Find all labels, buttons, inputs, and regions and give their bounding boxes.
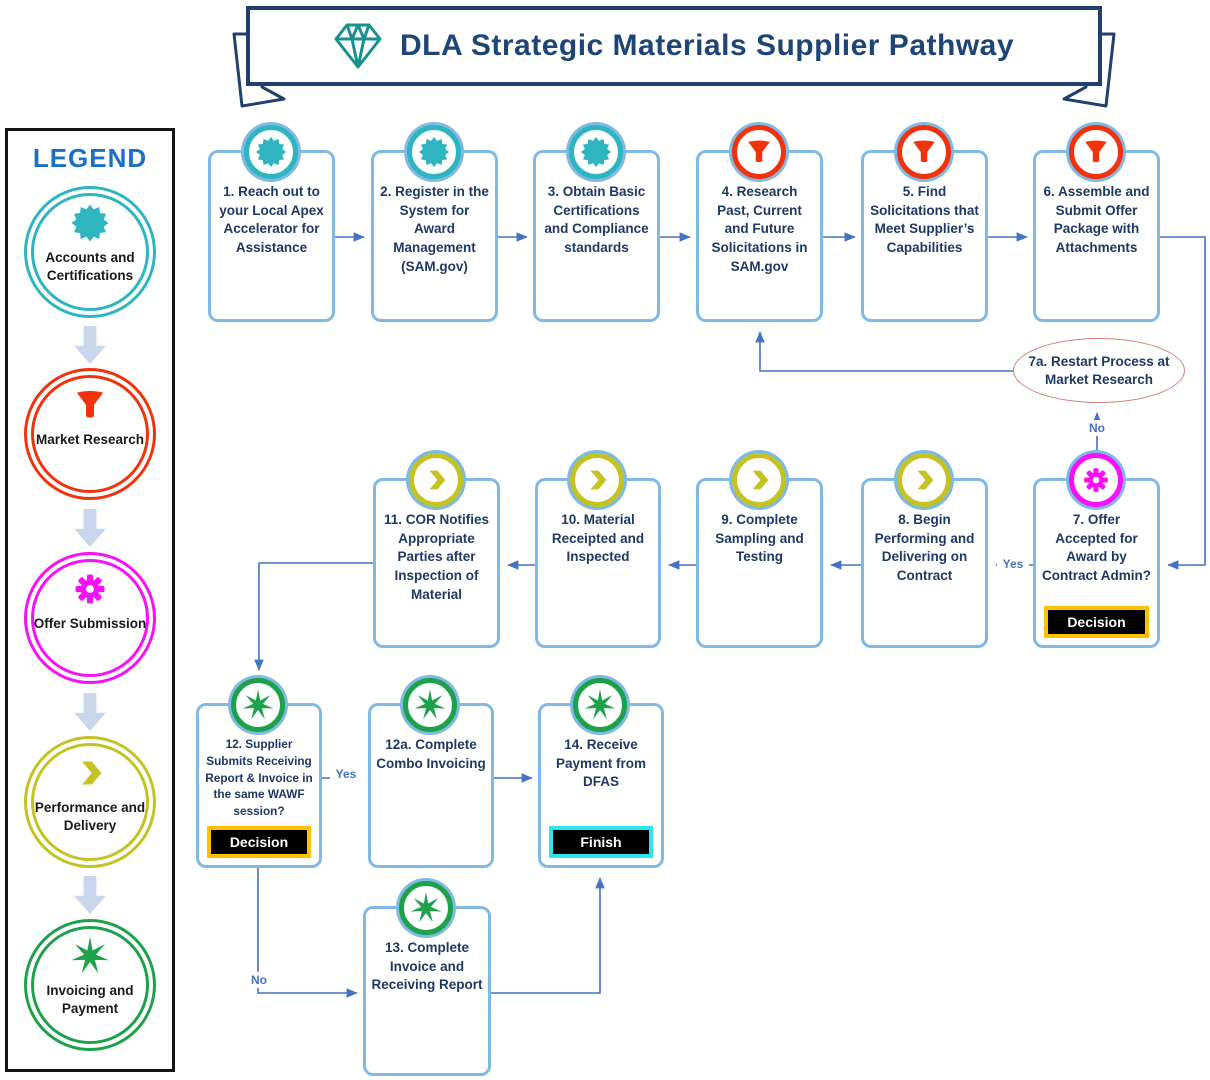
- edge-label-no: No: [245, 972, 273, 988]
- banner: DLA Strategic Materials Supplier Pathway: [248, 8, 1100, 84]
- chevron-icon: [409, 453, 463, 507]
- legend-item-label: Performance and Delivery: [34, 800, 146, 833]
- step-box-14: 14. Receive Payment from DFAS Finish: [538, 703, 664, 868]
- legend-item-label: Market Research: [35, 432, 145, 447]
- chevron-icon: [732, 453, 786, 507]
- gear-icon: [68, 567, 112, 611]
- legend-item-market-research: Market Research: [24, 368, 156, 500]
- legend-panel: LEGEND Accounts and Certifications Marke…: [5, 128, 175, 1072]
- decision-badge: Decision: [207, 826, 311, 858]
- star-icon: [399, 881, 453, 935]
- starburst-icon: [244, 125, 298, 179]
- star-icon: [68, 934, 112, 978]
- legend-down-arrow: [74, 509, 106, 547]
- legend-item-invoicing-payment: Invoicing and Payment: [24, 919, 156, 1051]
- page-title: DLA Strategic Materials Supplier Pathway: [399, 29, 1015, 62]
- restart-process-ellipse: 7a. Restart Process at Market Research: [1013, 338, 1185, 403]
- step-label: 6. Assemble and Submit Offer Package wit…: [1043, 184, 1150, 255]
- legend-item-label: Invoicing and Payment: [46, 983, 134, 1016]
- funnel-icon: [68, 383, 112, 427]
- restart-process-label: 7a. Restart Process at Market Research: [1028, 353, 1170, 387]
- starburst-icon: [407, 125, 461, 179]
- step-label: 5. Find Solicitations that Meet Supplier…: [870, 184, 979, 255]
- legend-item-accounts: Accounts and Certifications: [24, 186, 156, 318]
- step-label: 12. Supplier Submits Receiving Report & …: [205, 737, 313, 818]
- step-label: 4. Research Past, Current and Future Sol…: [711, 184, 808, 274]
- funnel-icon: [732, 125, 786, 179]
- starburst-icon: [569, 125, 623, 179]
- step-label: 11. COR Notifies Appropriate Parties aft…: [383, 512, 490, 602]
- step-box-12: 12. Supplier Submits Receiving Report & …: [196, 703, 322, 868]
- gear-icon: [1069, 453, 1123, 507]
- legend-down-arrow: [74, 326, 106, 364]
- finish-badge: Finish: [549, 826, 653, 858]
- star-icon: [403, 678, 457, 732]
- funnel-icon: [897, 125, 951, 179]
- step-label: 9. Complete Sampling and Testing: [715, 512, 804, 565]
- legend-down-arrow: [74, 693, 106, 731]
- legend-item-offer-submission: Offer Submission: [24, 552, 156, 684]
- step-label: 12a. Complete Combo Invoicing: [376, 737, 486, 771]
- legend-title: LEGEND: [32, 143, 148, 173]
- chevron-icon: [897, 453, 951, 507]
- starburst-icon: [68, 201, 112, 245]
- banner-ribbon: [232, 6, 1116, 108]
- step-label: 1. Reach out to your Local Apex Accelera…: [219, 184, 324, 255]
- edge-label-no: No: [1084, 420, 1110, 436]
- decision-badge: Decision: [1044, 606, 1149, 638]
- funnel-icon: [1069, 125, 1123, 179]
- step-label: 3. Obtain Basic Certifications and Compl…: [544, 184, 649, 255]
- star-icon: [231, 678, 285, 732]
- edge-label-yes: Yes: [330, 766, 362, 782]
- step-label: 10. Material Receipted and Inspected: [551, 512, 645, 565]
- step-label: 8. Begin Performing and Delivering on Co…: [874, 512, 975, 583]
- legend-item-label: Accounts and Certifications: [45, 250, 135, 283]
- chevron-icon: [570, 453, 624, 507]
- legend-item-label: Offer Submission: [33, 616, 147, 631]
- edge-label-yes: Yes: [997, 556, 1029, 572]
- chevron-icon: [68, 751, 112, 795]
- step-label: 2. Register in the System for Award Mana…: [380, 184, 489, 274]
- star-icon: [573, 678, 627, 732]
- step-label: 14. Receive Payment from DFAS: [555, 737, 647, 790]
- step-label: 7. Offer Accepted for Award by Contract …: [1042, 512, 1151, 583]
- step-label: 13. Complete Invoice and Receiving Repor…: [371, 940, 483, 993]
- diamond-icon: [334, 23, 382, 69]
- legend-down-arrow: [74, 876, 106, 914]
- legend-item-performance-delivery: Performance and Delivery: [24, 736, 156, 868]
